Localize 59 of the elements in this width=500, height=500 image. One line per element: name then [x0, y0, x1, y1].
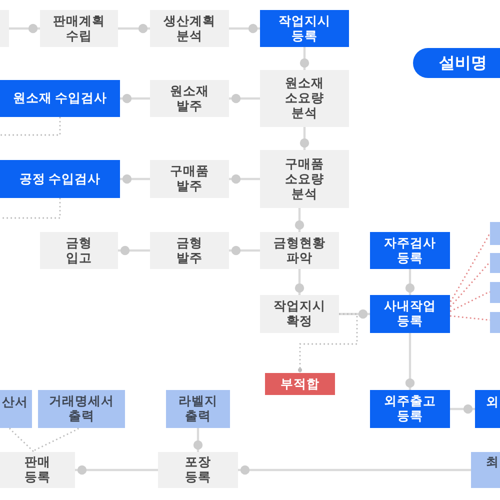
process-box: 작업지시 등록	[260, 10, 349, 47]
dotted-connector	[450, 262, 490, 307]
connector	[229, 24, 260, 34]
process-box	[490, 282, 500, 303]
process-box: 외	[475, 390, 500, 428]
process-box: 외주출고 등록	[370, 390, 450, 428]
process-box: 생산계획 분석	[150, 10, 229, 47]
connector	[300, 127, 310, 150]
connector	[229, 246, 260, 256]
process-box: 사내작업 등록	[370, 295, 450, 333]
process-box	[490, 312, 500, 333]
connector	[193, 428, 203, 452]
connector	[229, 174, 260, 184]
process-box: 금형 발주	[150, 232, 229, 269]
process-box: 원소재 발주	[150, 80, 229, 117]
dotted-connector	[450, 234, 490, 302]
process-box: 원소재 소요량 분석	[260, 70, 349, 127]
process-box	[490, 253, 500, 273]
connector	[229, 94, 260, 104]
connector	[9, 24, 40, 34]
process-box	[0, 10, 9, 47]
title-pill: 설비명	[413, 48, 500, 78]
dotted-connector	[9, 428, 34, 452]
process-box: 최	[471, 452, 500, 488]
connector	[118, 24, 150, 34]
process-box: 작업지시 확정	[260, 295, 339, 333]
connector	[120, 94, 150, 104]
dotted-connector	[32, 428, 79, 452]
dotted-connector	[450, 291, 490, 312]
dotted-connector	[450, 315, 490, 321]
connector	[405, 269, 415, 295]
connector	[294, 208, 304, 232]
process-box: 공정 수입검사	[0, 160, 120, 198]
process-box: 거래명세서 출력	[38, 390, 125, 428]
connector	[75, 465, 158, 475]
process-box: 금형현황 파악	[260, 232, 339, 269]
connector	[118, 246, 150, 256]
connector	[339, 309, 370, 319]
process-box: 금형 입고	[40, 232, 118, 269]
dotted-connector	[298, 313, 358, 373]
process-box: 자주검사 등록	[370, 232, 450, 269]
process-box: 라벨지 출력	[166, 390, 230, 428]
process-box: 구매품 발주	[150, 160, 229, 198]
process-box: 원소재 수입검사	[0, 80, 120, 117]
process-box: 판매계획 수립	[40, 10, 118, 47]
connector	[450, 404, 475, 414]
process-box: 부적합	[265, 373, 335, 395]
process-box: 구매품 소요량 분석	[260, 150, 349, 208]
connector	[294, 269, 304, 295]
connector	[238, 465, 471, 475]
connector	[405, 333, 415, 390]
dotted-connector	[0, 117, 61, 136]
process-box: 산서	[0, 390, 32, 428]
connector	[300, 47, 310, 70]
process-box: 판매 등록	[0, 452, 75, 488]
dotted-connector	[0, 198, 61, 219]
process-box: 포장 등록	[158, 452, 238, 488]
connector	[120, 174, 150, 184]
process-box	[490, 222, 500, 245]
